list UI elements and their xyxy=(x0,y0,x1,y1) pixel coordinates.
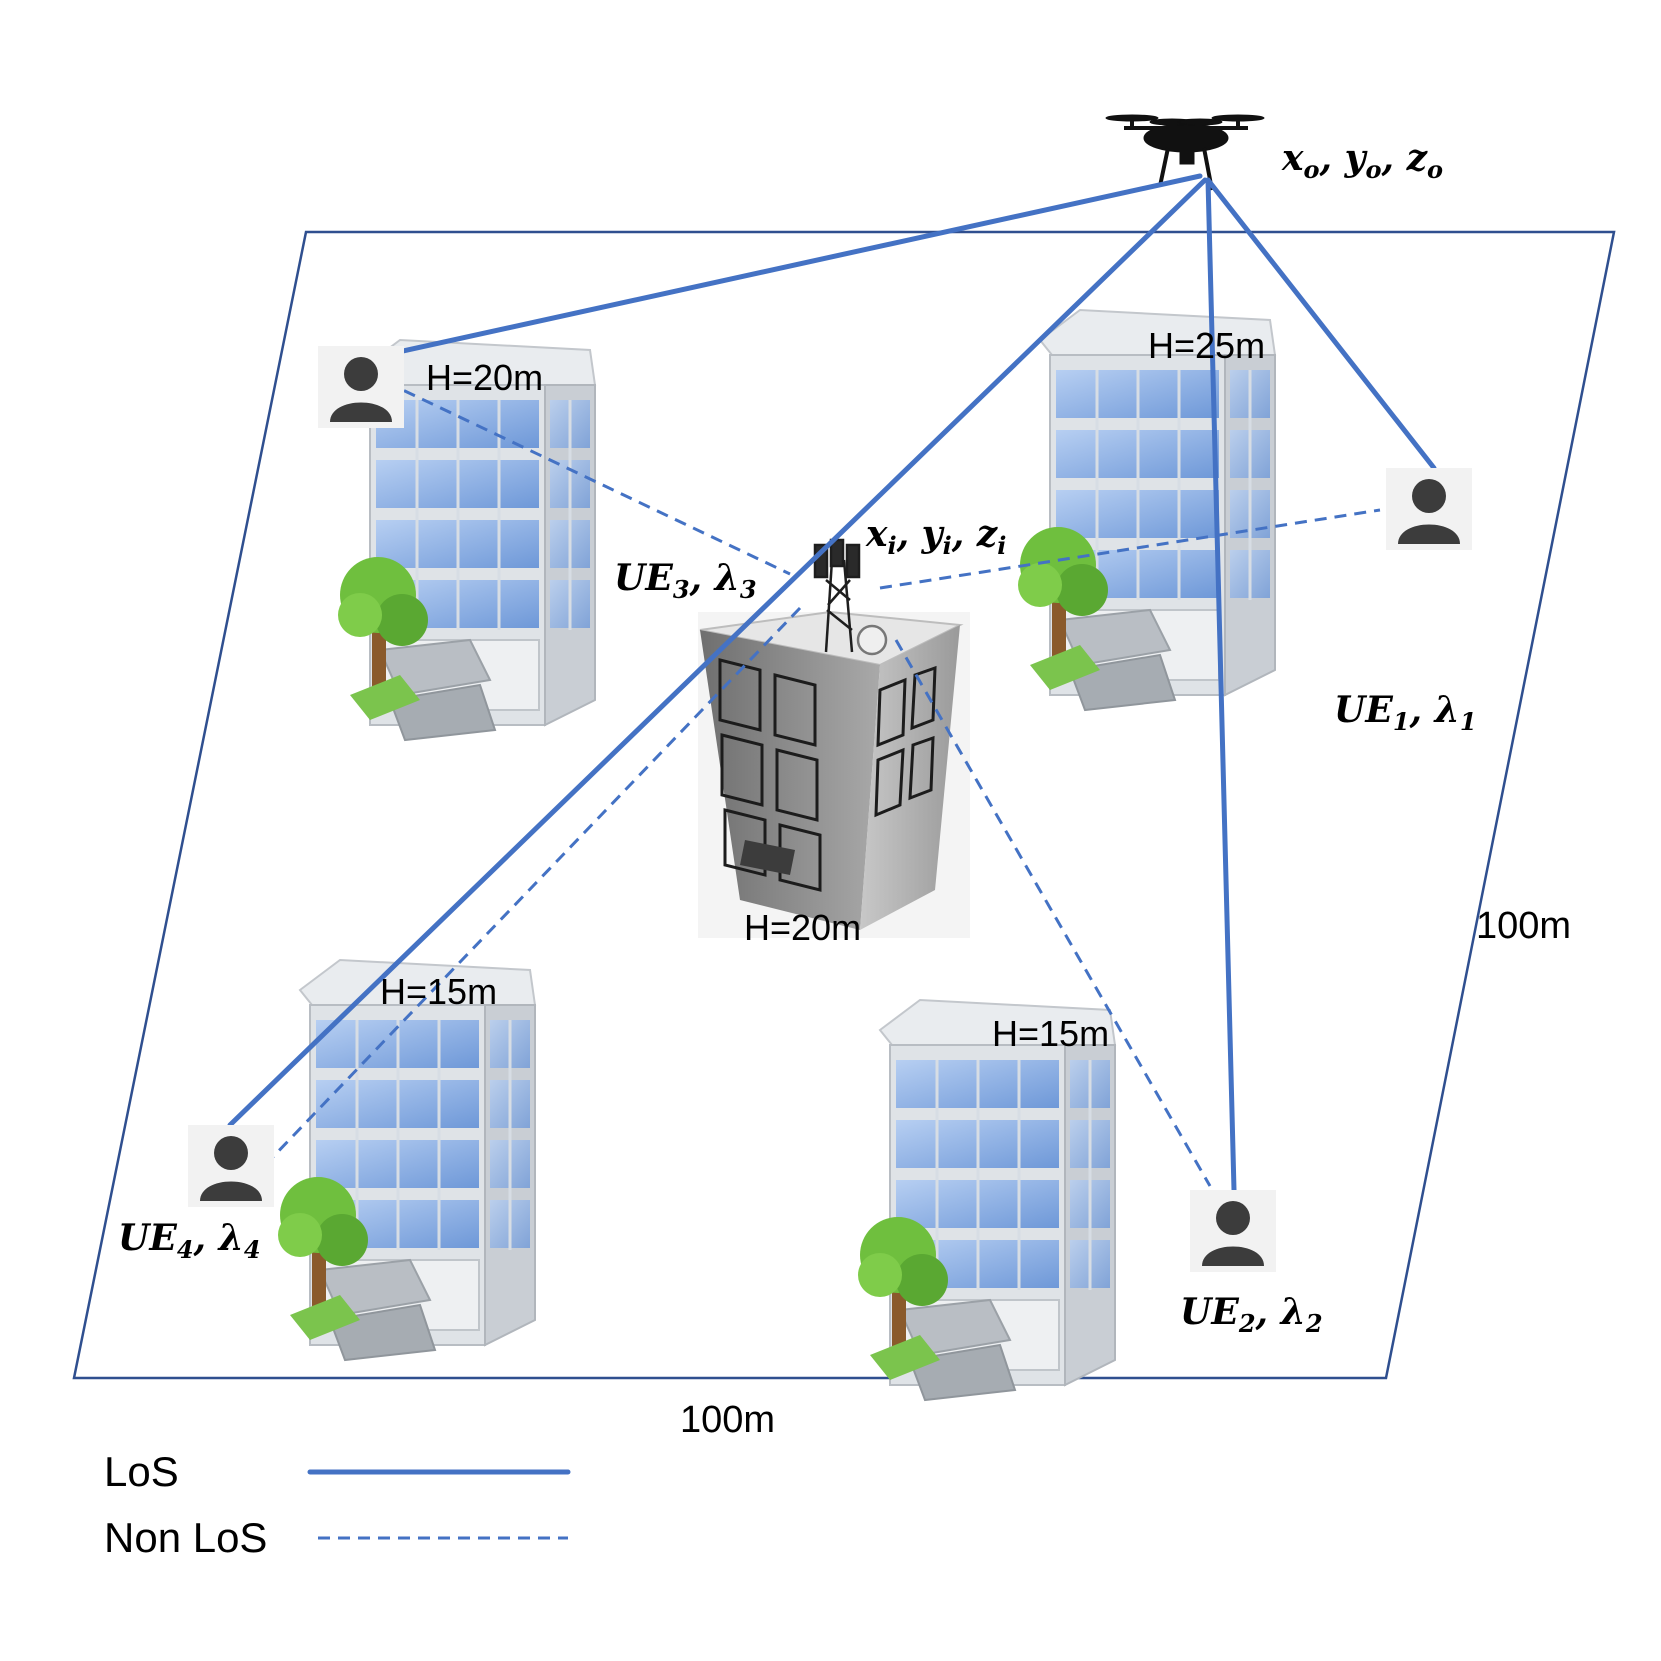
nlos-links xyxy=(266,380,1381,1187)
legend-nlos-label: Non LoS xyxy=(104,1514,267,1561)
building-height-label: H=20m xyxy=(426,357,543,398)
cell-tower-icon xyxy=(813,538,888,656)
building-bottom-left xyxy=(276,958,537,1362)
los-link-ue1 xyxy=(1205,177,1437,471)
building-top-right xyxy=(1016,308,1277,712)
nlos-link-ue2 xyxy=(894,639,1212,1187)
los-link-ue2 xyxy=(1205,177,1237,1193)
legend: LoS Non LoS xyxy=(104,1448,571,1561)
legend-los-label: LoS xyxy=(104,1448,179,1495)
building-height-label: H=25m xyxy=(1148,325,1265,366)
nlos-link-ue1 xyxy=(879,508,1381,590)
nlos-link-ue4 xyxy=(266,606,802,1164)
building-bottom-right xyxy=(856,998,1117,1402)
building-height-label: H=15m xyxy=(380,971,497,1012)
ue1-user-icon xyxy=(1386,468,1472,550)
los-link-ue3 xyxy=(377,173,1203,359)
drone-icon xyxy=(1105,114,1265,191)
area-width-label: 100m xyxy=(680,1399,775,1441)
building-height-label: H=15m xyxy=(992,1013,1109,1054)
nlos-link-ue3 xyxy=(385,380,791,576)
ue3-user-icon xyxy=(318,346,404,428)
bs-coordinates: xi, yi, zi xyxy=(865,513,1006,560)
ue3-label: UE3, λ3 xyxy=(614,557,757,604)
ue4-label: UE4, λ4 xyxy=(118,1217,261,1264)
los-links xyxy=(227,173,1437,1193)
area-depth-label: 100m xyxy=(1476,905,1571,947)
ue4-user-icon xyxy=(188,1125,274,1207)
base-station-building xyxy=(698,610,970,938)
ue1-label: UE1, λ1 xyxy=(1334,689,1477,736)
service-area-boundary xyxy=(72,230,1616,1380)
ue2-label: UE2, λ2 xyxy=(1180,1291,1323,1338)
los-link-ue4 xyxy=(227,177,1208,1128)
drone-coordinates: xo, yo, zo xyxy=(1281,137,1443,184)
ue2-user-icon xyxy=(1190,1190,1276,1272)
bs-building-height-label: H=20m xyxy=(744,907,861,948)
